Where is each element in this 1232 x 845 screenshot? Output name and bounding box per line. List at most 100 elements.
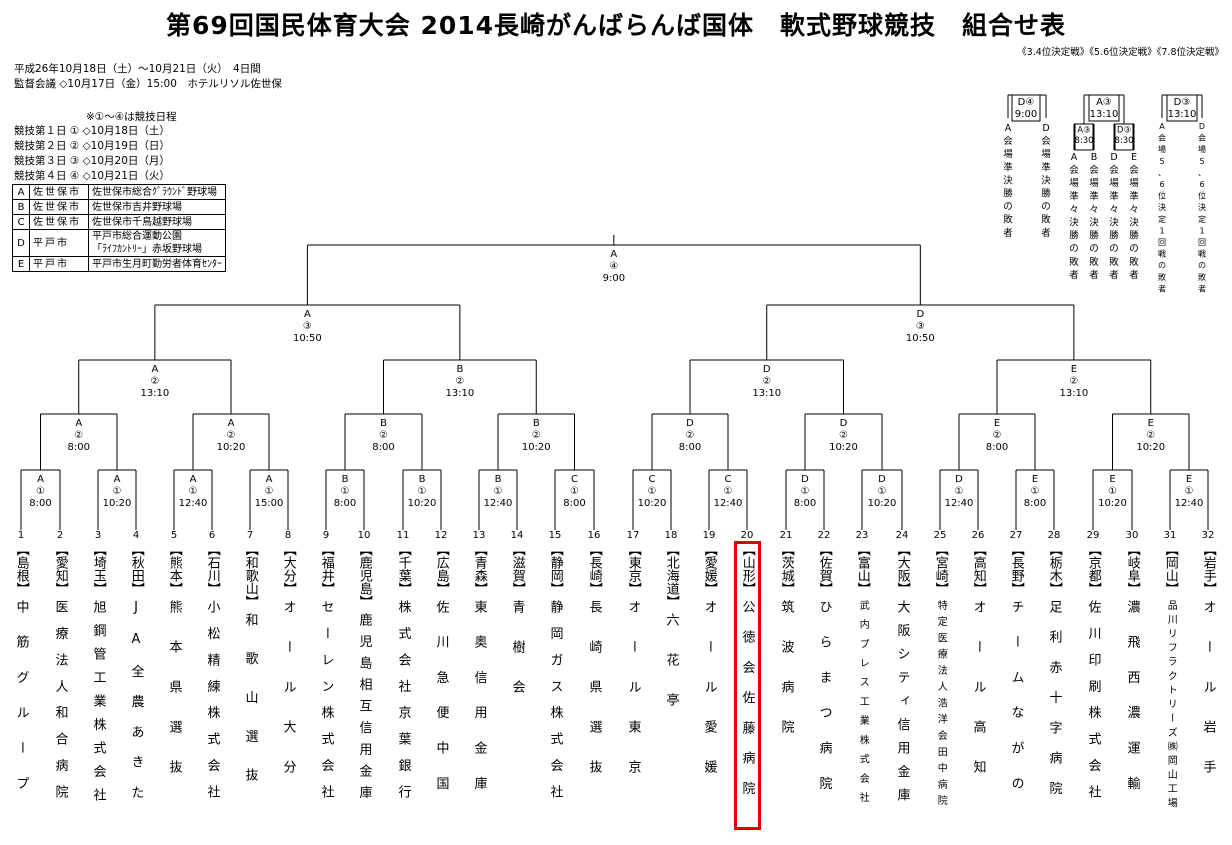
match-day: ①	[1108, 486, 1117, 497]
team-column: 【愛媛】オール愛媛	[699, 543, 719, 805]
match-time: 10:20	[408, 498, 437, 509]
match-time: 8:00	[563, 498, 585, 509]
match-time: 10:20	[638, 498, 667, 509]
team-name: 旭鋼管工業株式会社	[90, 600, 106, 812]
team-name: 佐川急便中国	[433, 600, 449, 812]
match-time: 10:20	[868, 498, 897, 509]
match-day: ②	[74, 430, 83, 441]
team-name: 筑波病院	[778, 600, 794, 760]
match-venue: D	[763, 364, 771, 375]
team-number: 31	[1164, 530, 1177, 541]
team-name: 青樹会	[509, 600, 525, 720]
venue-place-line1: 平戸市総合運動公園	[92, 231, 182, 242]
match-day: ①	[113, 486, 122, 497]
day-3: 競技第３日 ③ ◇10月20日（月）	[14, 155, 170, 167]
match-venue: A	[304, 309, 311, 320]
team-name: オール東京	[625, 600, 641, 800]
match-venue: C	[649, 474, 656, 485]
team-number: 5	[171, 530, 177, 541]
team-number: 9	[323, 530, 329, 541]
match-day: ①	[494, 486, 503, 497]
team-number: 17	[627, 530, 640, 541]
match-venue: D	[801, 474, 809, 485]
team-column: 【岩手】オール岩手	[1198, 543, 1218, 805]
team-number: 1	[18, 530, 24, 541]
team-number: 18	[665, 530, 678, 541]
team-name: 大阪シティ信用金庫	[894, 600, 910, 812]
team-name: オール大分	[280, 600, 296, 800]
team-name: 東奥信用金庫	[471, 600, 487, 812]
match-venue: B	[456, 364, 463, 375]
team-number: 11	[397, 530, 410, 541]
match-day: ①	[878, 486, 887, 497]
team-column: 【島根】中筋グループ	[11, 543, 31, 817]
team-prefecture: 【岡山】	[1162, 543, 1178, 595]
match-day: ②	[1146, 430, 1155, 441]
team-column: 【秋田】JA全農あきた	[126, 543, 146, 821]
page-title: 第69回国民体育大会 2014長崎がんばらんば国体 軟式野球競技 組合せ表	[165, 11, 1067, 40]
team-column: 【千葉】株式会社京葉銀行	[393, 543, 413, 817]
match-time: 8:00	[794, 498, 816, 509]
team-prefecture: 【京都】	[1085, 543, 1101, 595]
team-column: 【富山】武内プレス工業株式会社	[852, 543, 872, 817]
match-venue: C	[725, 474, 732, 485]
venue-code: E	[12, 256, 30, 272]
schedule-note: ※①～④は競技日程	[86, 111, 177, 123]
team-column: 【愛知】医療法人和合病院	[50, 543, 70, 817]
match-time: 10:50	[906, 333, 935, 344]
match-day: ①	[1185, 486, 1194, 497]
match-venue: A	[190, 474, 197, 485]
match-day: ①	[648, 486, 657, 497]
team-prefecture: 【長野】	[1008, 543, 1024, 595]
team-prefecture: 【愛知】	[52, 543, 68, 595]
team-prefecture: 【和歌山】	[242, 543, 258, 608]
team-prefecture: 【岩手】	[1200, 543, 1216, 595]
seventh-place-match-label: D③	[1174, 97, 1191, 108]
team-prefecture: 【熊本】	[166, 543, 182, 595]
team-column: 【大分】オール大分	[278, 543, 298, 805]
match-time: 10:50	[293, 333, 322, 344]
fifth-place-b-label: D③	[1117, 126, 1131, 136]
team-number: 7	[247, 530, 253, 541]
match-time: 12:40	[179, 498, 208, 509]
team-prefecture: 【大阪】	[894, 543, 910, 595]
team-column: 【広島】佐川急便中国	[431, 543, 451, 817]
match-venue: E	[1032, 474, 1038, 485]
match-time: 13:10	[140, 388, 169, 399]
match-time: 8:00	[679, 442, 701, 453]
team-name: 中筋グループ	[13, 600, 29, 812]
match-day: ②	[227, 430, 236, 441]
team-number: 27	[1010, 530, 1023, 541]
team-prefecture: 【茨城】	[778, 543, 794, 595]
fifth-place-final-time: 13:10	[1090, 109, 1119, 120]
match-day: ①	[724, 486, 733, 497]
team-name: 六花亭	[663, 613, 679, 733]
match-day: ②	[686, 430, 695, 441]
team-prefecture: 【千葉】	[395, 543, 411, 595]
match-venue: D	[686, 418, 694, 429]
match-day: ①	[801, 486, 810, 497]
fifth-place-a-label: A③	[1077, 126, 1090, 136]
match-venue: D	[878, 474, 886, 485]
team-prefecture: 【山形】	[739, 543, 755, 595]
team-column: 【茨城】筑波病院	[776, 543, 796, 765]
team-number: 32	[1202, 530, 1215, 541]
team-column: 【大阪】大阪シティ信用金庫	[892, 543, 912, 817]
team-number: 10	[358, 530, 371, 541]
match-time: 13:10	[752, 388, 781, 399]
team-number: 14	[511, 530, 524, 541]
match-venue: E	[1186, 474, 1192, 485]
match-time: 15:00	[255, 498, 284, 509]
team-name: セーレン株式会社	[318, 600, 334, 812]
team-column: 【長崎】長崎県選抜	[584, 543, 604, 805]
team-column: 【滋賀】青樹会	[507, 543, 527, 725]
team-number: 6	[209, 530, 215, 541]
team-prefecture: 【滋賀】	[509, 543, 525, 595]
match-venue: A	[37, 474, 44, 485]
managers-meeting: 監督会議 ◇10月17日（金）15:00 ホテルリソル佐世保	[14, 78, 282, 90]
